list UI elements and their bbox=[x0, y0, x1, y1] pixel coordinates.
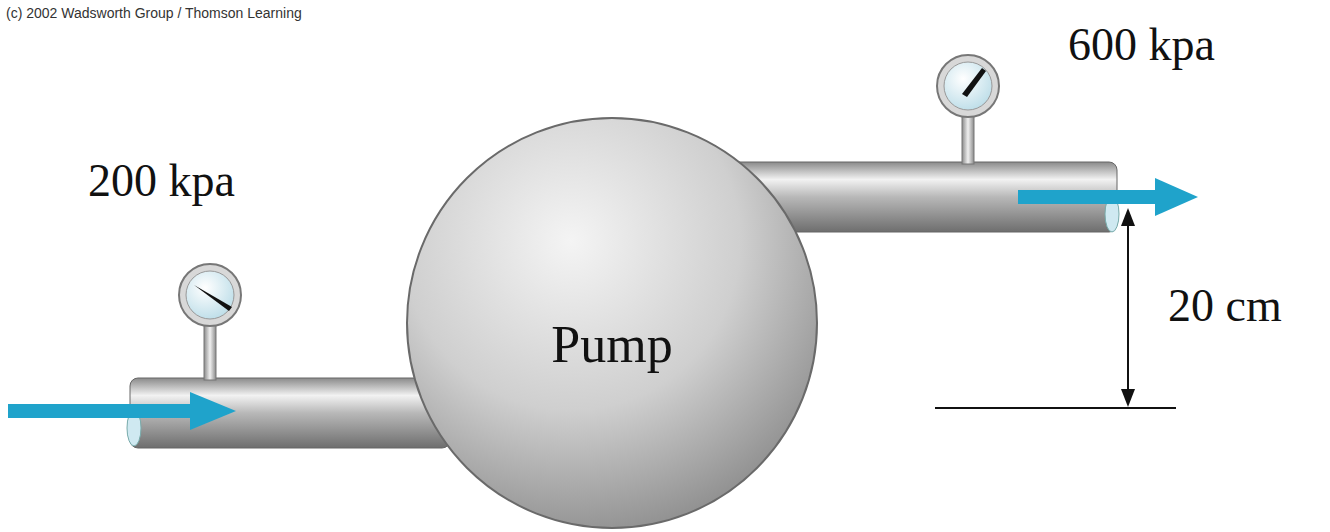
copyright-note: (c) 2002 Wadsworth Group / Thomson Learn… bbox=[6, 6, 302, 20]
height-dimension bbox=[935, 208, 1176, 408]
pump-body: Pump bbox=[405, 116, 819, 530]
dimension-label: 20 cm bbox=[1168, 283, 1282, 329]
inlet-gauge bbox=[179, 264, 241, 380]
flow-arrow bbox=[8, 392, 236, 430]
flow-arrow bbox=[1018, 178, 1198, 216]
pressure-label: 200 kpa bbox=[88, 158, 235, 204]
outlet-gauge bbox=[937, 55, 999, 164]
pump-label: Pump bbox=[551, 319, 672, 371]
pressure-label: 600 kpa bbox=[1068, 22, 1215, 68]
